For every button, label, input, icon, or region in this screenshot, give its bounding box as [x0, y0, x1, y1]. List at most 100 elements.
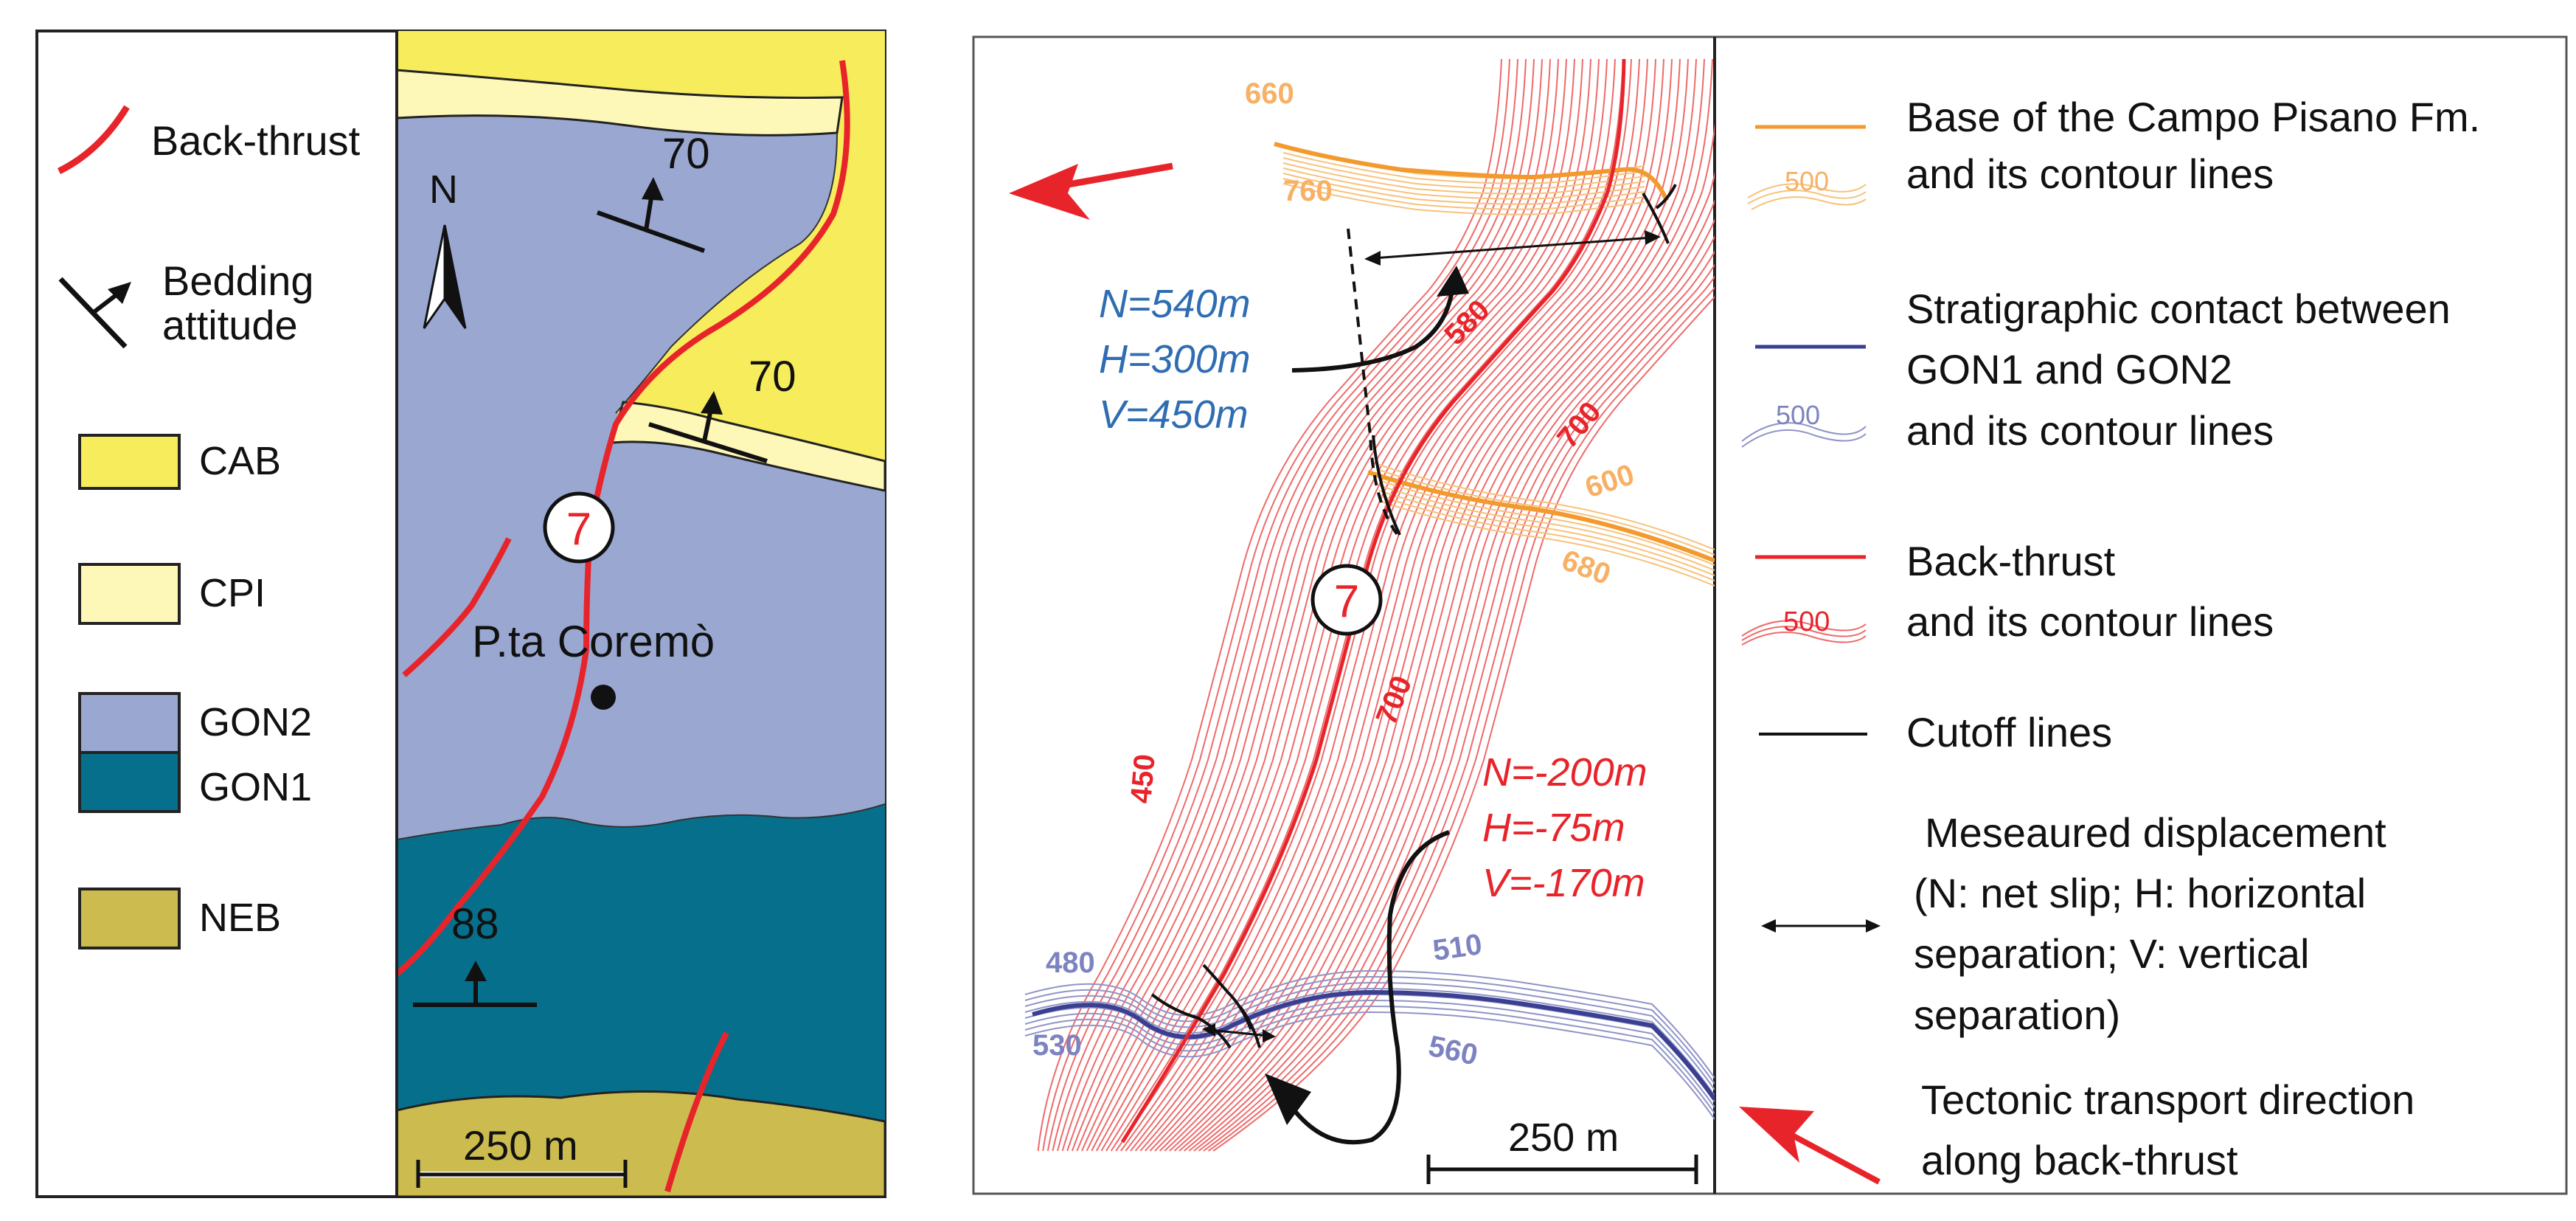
bedding-symbol-bottom — [413, 961, 537, 1007]
cpi-contour-line — [1378, 469, 1715, 556]
thrust-contour-line — [1100, 58, 1608, 1152]
legend-cpi-contour-value: 500 — [1785, 166, 1829, 196]
cpi-contour-line — [1282, 152, 1645, 184]
leader-arrow-lower — [1292, 830, 1450, 1145]
upper-net-slip: N=540m — [1099, 282, 1251, 326]
gon-contact-line — [1032, 989, 1715, 1101]
unit-neb-area — [397, 1090, 885, 1197]
thrust-contour-line — [1169, 122, 1715, 1152]
right-panel: 7 660 760 600 680 580 700 700 450 480 53… — [972, 35, 2568, 1195]
gon-contour-line — [1024, 975, 1715, 1085]
station-number-right: 7 — [1334, 576, 1359, 627]
unit-cpi-band-top — [397, 69, 844, 136]
legend-bedding-label-2: attitude — [162, 302, 298, 348]
transport-arrow-head — [1009, 164, 1090, 220]
displacement-arrow-south — [1202, 1023, 1276, 1042]
legend-displacement-label-3: separation; V: vertical — [1914, 930, 2309, 977]
cpi-contour-line — [1378, 490, 1715, 576]
cpi-contour-line — [1378, 500, 1715, 587]
thrust-contour-line — [1164, 58, 1713, 1152]
thrust-contour-line — [1086, 58, 1583, 1152]
scale-bar-right — [1426, 1155, 1698, 1184]
thrust-contour-line — [1208, 286, 1715, 1152]
legend-strat-label-1: Stratigraphic contact between — [1906, 286, 2451, 332]
cpi-contour-line — [1378, 495, 1715, 581]
leader-arrow-lower-head — [1265, 1073, 1311, 1125]
cpi-contour-line — [1378, 485, 1715, 571]
dip-value-bottom: 88 — [451, 900, 499, 948]
cutoff-line-northeast — [1642, 184, 1677, 244]
legend-thrust-contour-value: 500 — [1783, 606, 1830, 637]
contour-label-thrust-700-top: 700 — [1551, 395, 1608, 454]
lower-displacement-values: N=-200m H=-75m V=-170m — [1482, 750, 1648, 905]
scale-bar-left — [416, 1160, 628, 1188]
contour-label-thrust-450: 450 — [1125, 753, 1162, 804]
base-cpi-line-south — [1367, 470, 1715, 563]
leader-arrow-upper-head — [1437, 266, 1469, 297]
legend-unit-neb: NEB — [199, 896, 281, 940]
thrust-contour-line — [1046, 58, 1518, 1152]
thrust-contour-line — [1091, 58, 1591, 1152]
gon-contour-line — [1024, 969, 1715, 1079]
thrust-contour-line — [1057, 58, 1535, 1152]
unit-cpi-band-middle — [610, 401, 885, 492]
thrust-contour-line — [1183, 218, 1715, 1152]
left-legend: Back-thrust Bedding attitude CAB CPI GON… — [58, 105, 361, 950]
thrust-contour-line — [1154, 58, 1697, 1152]
legend-swatch-cab — [78, 434, 181, 490]
thrust-contour-line — [1149, 58, 1689, 1152]
north-arrow-icon — [423, 224, 467, 329]
back-thrust-contours — [1037, 58, 1715, 1152]
leader-arrow-upper — [1291, 283, 1455, 373]
contour-label-gon-530: 530 — [1032, 1029, 1082, 1062]
legend-transport-arrow-icon — [1739, 1107, 1881, 1185]
thrust-contour-line — [1042, 58, 1510, 1152]
thrust-contour-line — [1119, 58, 1640, 1152]
bedding-symbol-middle — [648, 391, 768, 463]
thrust-contour-line — [1105, 58, 1616, 1152]
locality-point — [591, 685, 616, 710]
legend-base-cpi-contours — [1747, 183, 1867, 210]
legend-transport-label-2: along back-thrust — [1921, 1137, 2238, 1183]
legend-unit-cab: CAB — [199, 439, 281, 483]
thrust-contour-line — [1198, 263, 1715, 1152]
contour-label-cpi-600: 600 — [1581, 458, 1638, 504]
legend-unit-gon2: GON2 — [199, 700, 312, 744]
thrust-contour-line — [1134, 58, 1664, 1152]
lower-horizontal-separation: H=-75m — [1482, 806, 1625, 850]
north-label: N — [429, 167, 458, 212]
legend-swatch-neb — [78, 888, 181, 950]
legend-swatch-gon1 — [78, 751, 181, 813]
legend-bedding-label-1: Bedding — [162, 257, 314, 304]
back-thrust-fault-west — [402, 537, 512, 677]
contour-label-cpi-660: 660 — [1245, 77, 1294, 110]
contour-label-thrust-700-mid: 700 — [1370, 671, 1419, 729]
right-frame — [972, 35, 2568, 1195]
thrust-contour-line — [1076, 58, 1567, 1152]
gon-contour-line — [1024, 981, 1715, 1090]
upper-horizontal-separation: H=300m — [1099, 337, 1251, 381]
legend-strat-label-3: and its contour lines — [1906, 407, 2274, 454]
legend-base-cpi-label-2: and its contour lines — [1906, 151, 2274, 197]
contour-label-gon-480: 480 — [1046, 947, 1095, 979]
legend-swatch-cpi — [78, 563, 181, 625]
unit-cab-area — [397, 31, 885, 461]
thrust-contour-line — [1110, 58, 1624, 1152]
cpi-contour-line — [1378, 464, 1715, 550]
cpi-contour-line — [1378, 480, 1715, 566]
legend-bedding-symbol — [58, 277, 131, 349]
gon-contour-line — [1024, 987, 1715, 1096]
thrust-contour-line — [1052, 58, 1527, 1152]
station-marker — [543, 491, 615, 564]
thrust-contour-line — [1066, 58, 1551, 1152]
gon-contour-line — [1024, 1011, 1715, 1120]
cpi-contour-line — [1282, 178, 1645, 210]
contour-label-gon-560: 560 — [1426, 1030, 1480, 1072]
cpi-contour-line — [1282, 167, 1645, 200]
back-thrust-trace — [1120, 58, 1626, 1144]
gon-contour-line — [1024, 999, 1715, 1108]
legend-displacement-arrow — [1761, 919, 1881, 933]
thrust-contour-line — [1071, 58, 1559, 1152]
legend-strat-contours — [1741, 422, 1867, 448]
